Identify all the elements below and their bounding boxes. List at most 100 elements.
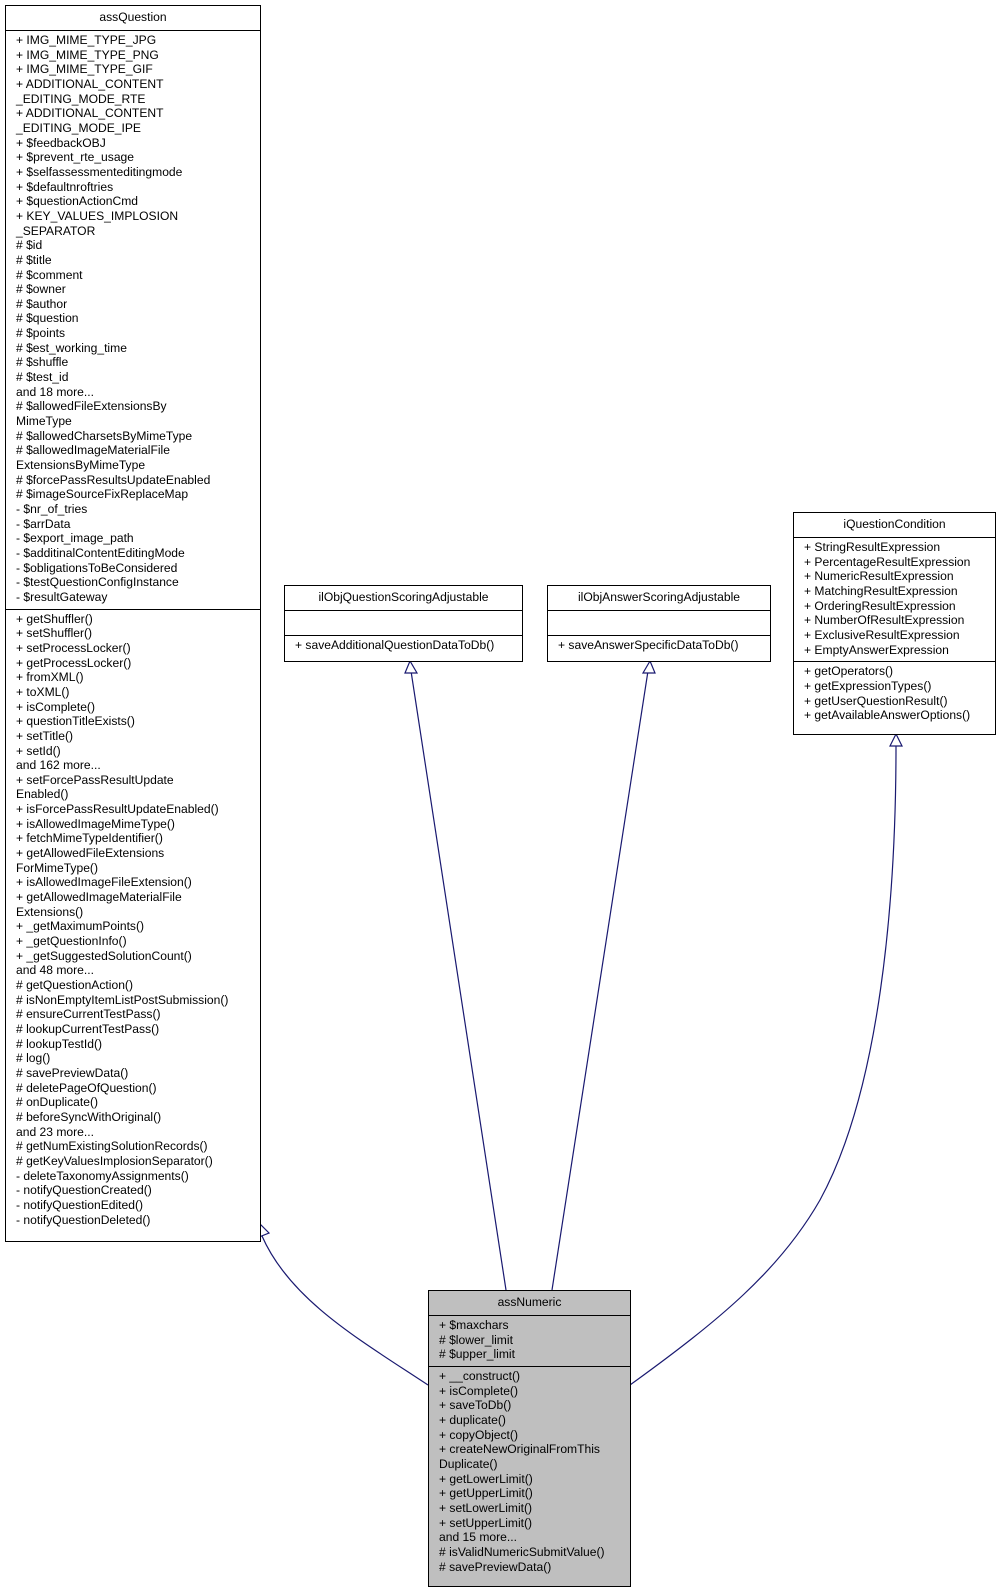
member-line: # $allowedImageMaterialFile [16,443,170,458]
member-line: + __construct() [439,1368,520,1383]
attribute-section [548,611,770,635]
member-line: + $feedbackOBJ [16,135,106,150]
member-line: and 162 more... [16,758,101,773]
member-line: MimeType [16,414,72,429]
member-line: + saveAnswerSpecificDataToDb() [558,638,739,652]
member-line: + ADDITIONAL_CONTENT [16,76,164,91]
member-line: + OrderingResultExpression [804,598,956,613]
edge-assNumeric-to-questionScoring [410,670,507,1291]
member-line: + PercentageResultExpression [804,554,971,569]
edge-assNumeric-to-assQuestion [261,1235,429,1386]
operation-section: + getShuffler()+ setShuffler()+ setProce… [6,608,260,1232]
member-line: # $allowedCharsetsByMimeType [16,428,193,443]
member-line: # getKeyValuesImplosionSeparator() [16,1153,213,1168]
class-box-answerScoring[interactable]: ilObjAnswerScoringAdjustable + saveAnswe… [547,585,771,662]
class-name: ilObjQuestionScoringAdjustable [285,586,522,611]
member-line: _SEPARATOR [16,223,96,238]
member-line: # $upper_limit [439,1347,515,1362]
operation-section: + saveAdditionalQuestionDataToDb() [285,635,522,657]
arrowhead-questionScoring [404,659,419,674]
member-line: # $test_id [16,370,69,385]
member-line: + isAllowedImageMimeType() [16,816,175,831]
member-line: # $shuffle [16,355,69,370]
member-line: + getUserQuestionResult() [804,693,948,708]
member-line: + getUpperLimit() [439,1486,533,1501]
member-line: + NumberOfResultExpression [804,613,965,628]
member-line: # $imageSourceFixReplaceMap [16,487,189,502]
member-line: + getAllowedImageMaterialFile [16,890,182,905]
attribute-section [285,611,522,635]
member-line: + duplicate() [439,1412,506,1427]
member-line: + StringResultExpression [804,540,941,554]
attribute-section: + StringResultExpression+ PercentageResu… [794,538,995,661]
member-line: + $questionActionCmd [16,194,139,209]
member-line: - notifyQuestionDeleted() [16,1212,151,1227]
member-line: # savePreviewData() [16,1065,129,1080]
member-line: - $obligationsToBeConsidered [16,560,178,575]
member-line: - $resultGateway [16,589,108,604]
member-line: # $points [16,326,66,341]
member-line: + getOperators() [804,664,894,679]
member-line: - notifyQuestionCreated() [16,1183,152,1198]
member-line: + setLowerLimit() [439,1500,533,1515]
member-line: # isNonEmptyItemListPostSubmission() [16,992,229,1007]
member-line: # isValidNumericSubmitValue() [439,1544,605,1559]
member-line: + getLowerLimit() [439,1471,533,1486]
member-line: + setTitle() [16,728,74,743]
member-line: + MatchingResultExpression [804,583,958,598]
member-line: + IMG_MIME_TYPE_PNG [16,47,159,62]
member-line: _EDITING_MODE_IPE [16,120,142,135]
member-line: + getShuffler() [16,611,93,626]
member-line: and 18 more... [16,384,94,399]
member-line: + $selfassessmenteditingmode [16,164,183,179]
member-line: # deletePageOfQuestion() [16,1080,157,1095]
operation-section: + __construct()+ isComplete()+ saveToDb(… [429,1365,630,1578]
member-line: - $arrData [16,516,71,531]
class-name: assQuestion [6,6,260,31]
member-line: # $author [16,296,68,311]
member-line: + setId() [16,743,61,758]
edge-assNumeric-to-questionCondition [629,745,897,1386]
attribute-section: + $maxchars# $lower_limit# $upper_limit [429,1316,630,1366]
member-line: - $testQuestionConfigInstance [16,575,179,590]
arrowhead-questionCondition [889,732,903,747]
member-line: Duplicate() [439,1456,498,1471]
member-line: # lookupCurrentTestPass() [16,1021,160,1036]
member-line: - $export_image_path [16,531,134,546]
class-box-assQuestion[interactable]: assQuestion + IMG_MIME_TYPE_JPG+ IMG_MIM… [5,5,261,1242]
class-box-questionScoring[interactable]: ilObjQuestionScoringAdjustable + saveAdd… [284,585,523,662]
member-line: Enabled() [16,787,69,802]
class-name: iQuestionCondition [794,513,995,538]
class-box-questionCondition[interactable]: iQuestionCondition + StringResultExpress… [793,512,996,735]
arrowhead-answerScoring [641,659,656,674]
member-line: and 23 more... [16,1124,94,1139]
member-line: + _getQuestionInfo() [16,934,127,949]
attribute-section: + IMG_MIME_TYPE_JPG+ IMG_MIME_TYPE_PNG+ … [6,31,260,609]
member-line: + $maxchars [439,1318,509,1332]
member-line: + questionTitleExists() [16,714,135,729]
member-line: # $id [16,238,43,253]
member-line: + $defaultnroftries [16,179,114,194]
class-box-assNumeric[interactable]: assNumeric + $maxchars# $lower_limit# $u… [428,1290,631,1587]
member-line: # $comment [16,267,83,282]
operation-section: + getOperators()+ getExpressionTypes()+ … [794,661,995,727]
member-line: + _getMaximumPoints() [16,919,145,934]
member-line: + saveAdditionalQuestionDataToDb() [295,638,495,652]
member-line: ExtensionsByMimeType [16,458,146,473]
member-line: # ensureCurrentTestPass() [16,1007,161,1022]
member-line: # $est_working_time [16,340,127,355]
member-line: + getProcessLocker() [16,655,132,670]
member-line: # $forcePassResultsUpdateEnabled [16,472,211,487]
member-line: # lookupTestId() [16,1036,103,1051]
member-line: + _getSuggestedSolutionCount() [16,948,192,963]
member-line: + EmptyAnswerExpression [804,642,949,657]
member-line: # $lower_limit [439,1332,513,1347]
class-name: assNumeric [429,1291,630,1316]
member-line: and 48 more... [16,963,94,978]
class-name: ilObjAnswerScoringAdjustable [548,586,770,611]
member-line: + getAvailableAnswerOptions() [804,708,971,723]
member-line: # $question [16,311,79,326]
member-line: - deleteTaxonomyAssignments() [16,1168,189,1183]
member-line: + setUpperLimit() [439,1515,533,1530]
